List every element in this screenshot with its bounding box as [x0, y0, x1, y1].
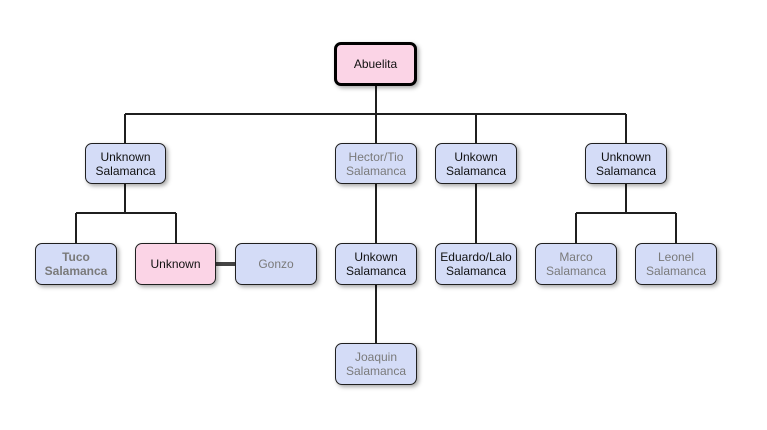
- node-eduardo-line-1: Eduardo/Lalo: [440, 250, 512, 264]
- node-unknown-salamanca-1[interactable]: Unknown Salamanca: [85, 143, 166, 184]
- node-hector-line-1: Hector/Tio: [348, 149, 404, 164]
- node-unkown-salamanca[interactable]: Unkown Salamanca: [335, 243, 417, 285]
- node-unknown-line-1: Unknown: [150, 257, 201, 271]
- node-unknown-salamanca-2-label: Unkown Salamanca: [446, 150, 506, 178]
- node-unknown[interactable]: Unknown: [135, 243, 216, 285]
- node-eduardo-line-2: Salamanca: [445, 264, 507, 278]
- node-tuco-label: Tuco Salamanca: [45, 250, 108, 278]
- node-unknown-salamanca-3[interactable]: Unknown Salamanca: [585, 143, 667, 184]
- node-tuco-line-2: Salamanca: [44, 264, 108, 278]
- node-hector[interactable]: Hector/Tio Salamanca: [335, 143, 417, 184]
- node-leonel-line-2: Salamanca: [645, 264, 707, 278]
- node-leonel-line-1: Leonel: [657, 250, 695, 264]
- node-unknown-salamanca-2-line-1: Unkown: [454, 149, 498, 164]
- node-joaquin-line-1: Joaquin: [354, 350, 398, 364]
- node-unknown-salamanca-3-line-2: Salamanca: [595, 163, 657, 178]
- node-gonzo-label: Gonzo: [258, 257, 293, 271]
- node-hector-line-2: Salamanca: [345, 163, 407, 178]
- node-leonel-label: Leonel Salamanca: [646, 250, 706, 278]
- node-unknown-salamanca-2-line-2: Salamanca: [445, 163, 507, 178]
- node-joaquin[interactable]: Joaquin Salamanca: [335, 343, 417, 385]
- node-eduardo[interactable]: Eduardo/Lalo Salamanca: [435, 243, 517, 285]
- node-unknown-label: Unknown: [150, 257, 200, 271]
- node-hector-label: Hector/Tio Salamanca: [346, 150, 406, 178]
- node-unknown-salamanca-1-line-1: Unknown: [100, 149, 151, 164]
- node-tuco[interactable]: Tuco Salamanca: [35, 243, 117, 285]
- node-joaquin-label: Joaquin Salamanca: [346, 350, 406, 378]
- node-gonzo[interactable]: Gonzo: [235, 243, 317, 285]
- node-marco[interactable]: Marco Salamanca: [535, 243, 617, 285]
- node-joaquin-line-2: Salamanca: [345, 364, 407, 378]
- node-eduardo-label: Eduardo/Lalo Salamanca: [440, 250, 511, 278]
- node-unkown-salamanca-line-1: Unkown: [354, 250, 398, 264]
- node-abuelita-line-1: Abuelita: [353, 57, 398, 71]
- node-unkown-salamanca-line-2: Salamanca: [345, 264, 407, 278]
- node-marco-label: Marco Salamanca: [546, 250, 606, 278]
- node-unknown-salamanca-1-label: Unknown Salamanca: [95, 150, 155, 178]
- node-marco-line-2: Salamanca: [545, 264, 607, 278]
- node-unknown-salamanca-3-line-1: Unknown: [600, 149, 651, 164]
- node-unknown-salamanca-1-line-2: Salamanca: [95, 163, 156, 178]
- node-abuelita-label: Abuelita: [354, 57, 397, 71]
- node-abuelita[interactable]: Abuelita: [334, 42, 417, 86]
- node-leonel[interactable]: Leonel Salamanca: [635, 243, 717, 285]
- node-gonzo-line-1: Gonzo: [258, 257, 294, 271]
- node-unknown-salamanca-3-label: Unknown Salamanca: [596, 150, 656, 178]
- node-unkown-salamanca-label: Unkown Salamanca: [346, 250, 406, 278]
- node-tuco-line-1: Tuco: [62, 250, 90, 264]
- node-marco-line-1: Marco: [559, 250, 593, 264]
- node-unknown-salamanca-2[interactable]: Unkown Salamanca: [435, 143, 517, 184]
